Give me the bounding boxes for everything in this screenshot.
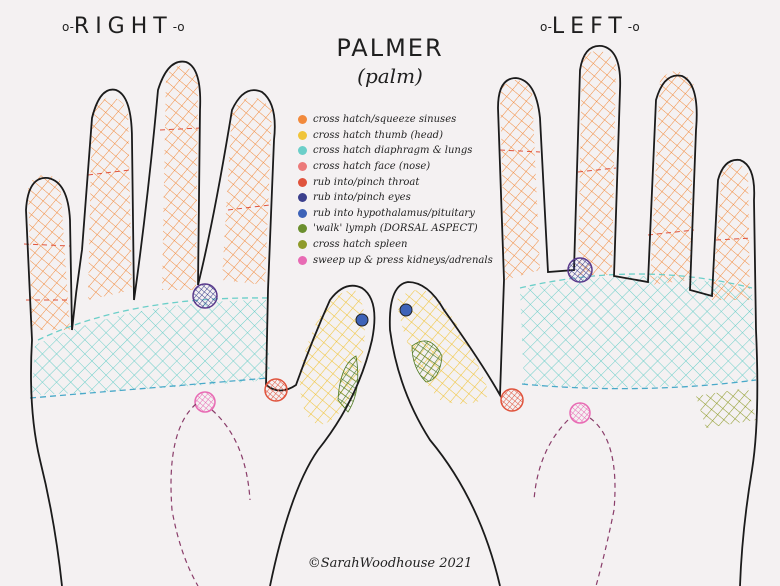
right-sinus-zones <box>28 65 272 330</box>
legend-text: cross hatch/squeeze sinuses <box>313 114 457 126</box>
legend-swatch <box>298 208 307 218</box>
left-lungs-zone <box>520 276 756 388</box>
legend-text: cross hatch spleen <box>313 239 408 251</box>
left-kidney-guide-arc <box>533 419 569 501</box>
right-label-text: RIGHT <box>73 14 173 39</box>
left-crease-lines <box>499 149 753 241</box>
left-pinky-sinus <box>712 162 750 300</box>
left-thumb-zone <box>396 290 490 404</box>
dot-icon: -o <box>172 20 185 34</box>
legend-swatch <box>298 162 307 172</box>
right-kidney-guide <box>170 403 199 586</box>
right-crease-lines <box>23 127 271 301</box>
legend-item: cross hatch face (nose) <box>298 159 518 175</box>
dot-icon: o- <box>62 20 74 34</box>
legend-swatch <box>298 177 307 187</box>
legend-item: 'walk' lymph (DORSAL ASPECT) <box>298 221 518 237</box>
left-kidney-guide <box>589 417 616 586</box>
left-label-text: LEFT <box>551 14 628 39</box>
left-hand-outline <box>388 45 759 586</box>
legend-swatch <box>298 224 307 234</box>
right-ring-sinus <box>88 97 132 300</box>
legend-text: cross hatch diaphragm & lungs <box>313 145 473 157</box>
legend-text: cross hatch face (nose) <box>313 161 431 173</box>
right-eye-point <box>192 283 218 309</box>
legend-item: sweep up & press kidneys/adrenals <box>298 252 518 268</box>
left-hand-label: o-LEFT-o <box>540 14 640 39</box>
legend-item: cross hatch spleen <box>298 237 518 253</box>
left-ring-sinus <box>650 71 694 285</box>
legend-item: cross hatch/squeeze sinuses <box>298 112 518 128</box>
legend-swatch <box>298 115 307 125</box>
left-eye-point <box>567 257 593 283</box>
right-pinky-sinus <box>28 175 70 330</box>
right-throat-point <box>264 378 288 402</box>
left-lungs-bottom-line <box>521 379 757 390</box>
left-pituitary-point <box>399 303 413 317</box>
left-spleen-zone <box>696 388 756 428</box>
legend-text: rub into/pinch eyes <box>313 192 411 204</box>
legend-swatch <box>298 193 307 203</box>
right-hand-outline <box>25 60 376 586</box>
left-middle-sinus <box>578 50 616 276</box>
copyright-credit: ©SarahWoodhouse 2021 <box>307 556 473 571</box>
left-throat-point <box>500 388 524 412</box>
dot-icon: o- <box>540 20 552 34</box>
right-kidney-guide-arc <box>211 409 251 501</box>
legend-text: sweep up & press kidneys/adrenals <box>313 254 493 266</box>
right-hand <box>23 60 376 586</box>
legend-swatch <box>298 130 307 140</box>
legend-swatch <box>298 146 307 156</box>
legend-item: rub into hypothalamus/pituitary <box>298 206 518 222</box>
legend-text: rub into/pinch throat <box>313 176 420 188</box>
left-index-sinus <box>500 80 540 280</box>
left-lungs-top-line <box>519 273 753 289</box>
right-pituitary-point <box>355 313 369 327</box>
legend-text: 'walk' lymph (DORSAL ASPECT) <box>313 223 478 235</box>
right-lungs-zone <box>32 300 270 395</box>
left-kidney-point <box>569 402 591 424</box>
left-sinus-zones <box>500 50 750 300</box>
left-thumb-lymph <box>411 340 443 383</box>
legend: cross hatch/squeeze sinuses cross hatch t… <box>298 112 518 268</box>
right-thumb-lymph <box>337 355 359 413</box>
diagram-title: PALMER <box>336 34 444 62</box>
legend-text: rub into hypothalamus/pituitary <box>313 207 475 219</box>
legend-item: rub into/pinch throat <box>298 174 518 190</box>
legend-swatch <box>298 240 307 250</box>
legend-text: cross hatch thumb (head) <box>313 129 443 141</box>
right-kidney-point <box>194 391 216 413</box>
diagram-subtitle: (palm) <box>357 64 423 88</box>
legend-item: cross hatch thumb (head) <box>298 128 518 144</box>
dot-icon: -o <box>627 20 640 34</box>
left-hand <box>388 45 759 586</box>
legend-item: rub into/pinch eyes <box>298 190 518 206</box>
legend-swatch <box>298 255 307 265</box>
right-hand-label: o-RIGHT-o <box>62 14 185 39</box>
right-lungs-top-line <box>37 297 269 341</box>
right-index-sinus <box>222 97 272 285</box>
legend-item: cross hatch diaphragm & lungs <box>298 143 518 159</box>
right-middle-sinus <box>162 65 198 290</box>
